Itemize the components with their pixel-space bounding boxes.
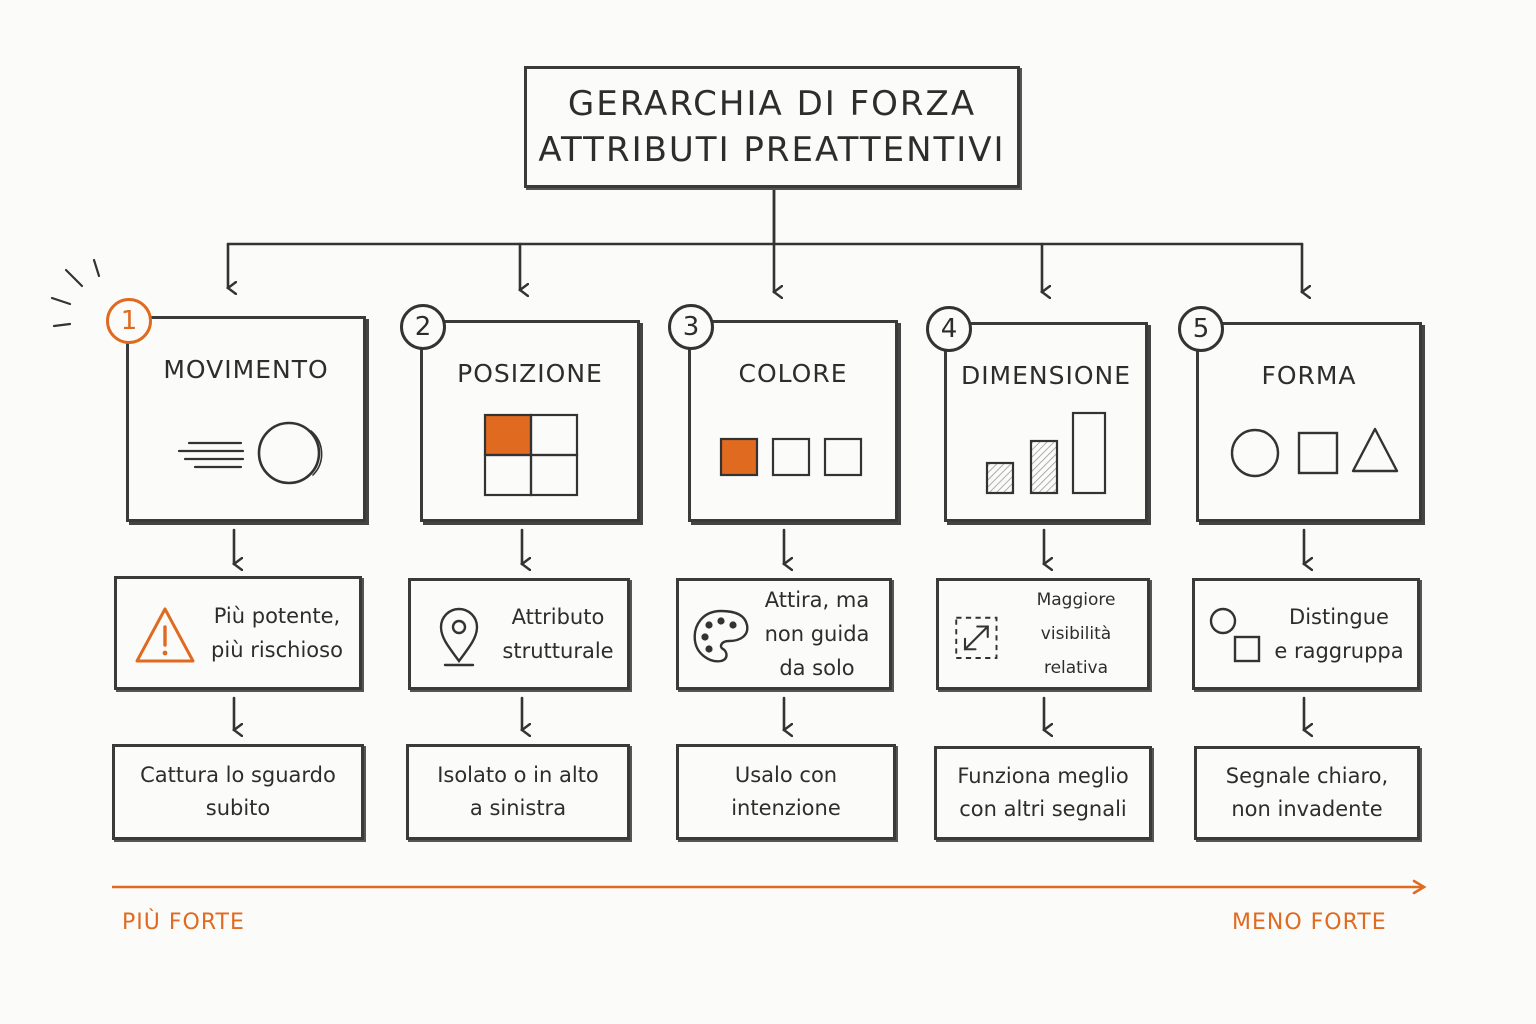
note-text: Attributo strutturale (502, 605, 614, 663)
size-bars-icon (985, 411, 1107, 495)
outcome-box-forma: Segnale chiaro, non invadente (1194, 746, 1420, 840)
attribute-name: DIMENSIONE (960, 361, 1132, 390)
attribute-card-movimento: MOVIMENTO (126, 316, 366, 522)
note-text: Attira, ma non guida da solo (764, 588, 870, 680)
attribute-name: COLORE (738, 359, 848, 388)
attribute-name: POSIZIONE (457, 359, 603, 388)
outcome-box-dimensione: Funziona meglio con altri segnali (934, 746, 1152, 840)
rank-badge-4: 4 (926, 306, 972, 352)
attribute-card-forma: FORMA (1196, 322, 1422, 522)
title-line-1: GERARCHIA DI FORZA (567, 84, 977, 124)
note-box-dimensione: Maggiore visibilità relativa (936, 578, 1150, 690)
title-line-2: ATTRIBUTI PREATTENTIVI (538, 130, 1006, 170)
attribute-name: FORMA (1261, 361, 1357, 390)
rank-badge-3: 3 (668, 304, 714, 350)
note-box-forma: Distingue e raggruppa (1192, 578, 1420, 690)
highlight-sparks-icon (50, 258, 101, 328)
note-text: Maggiore visibilità relativa (1036, 590, 1116, 678)
axis-label-weakest: MENO FORTE (1232, 910, 1387, 935)
moving-circle-icon (177, 421, 323, 485)
outcome-box-movimento: Cattura lo sguardo subito (112, 744, 364, 840)
map-pin-icon (439, 607, 479, 667)
diagram-title-box: GERARCHIA DI FORZA ATTRIBUTI PREATTENTIV… (524, 66, 1020, 188)
outcome-box-colore: Usalo con intenzione (676, 744, 896, 840)
palette-icon (693, 609, 749, 663)
shapes-icon (1230, 427, 1399, 478)
note-box-movimento: Più potente, più rischioso (114, 576, 362, 690)
axis-label-strongest: PIÙ FORTE (122, 910, 245, 935)
grid-position-icon (483, 413, 579, 497)
rank-badge-2: 2 (400, 304, 446, 350)
resize-arrow-icon (955, 616, 998, 659)
outcome-box-posizione: Isolato o in alto a sinistra (406, 744, 630, 840)
color-squares-icon (719, 437, 863, 477)
warning-icon (135, 607, 195, 663)
note-text: Distingue e raggruppa (1274, 605, 1404, 663)
rank-badge-1: 1 (106, 298, 152, 344)
attribute-card-colore: COLORE (688, 320, 898, 522)
attribute-name: MOVIMENTO (163, 355, 329, 384)
rank-badge-5: 5 (1178, 306, 1224, 352)
attribute-card-posizione: POSIZIONE (420, 320, 640, 522)
note-box-colore: Attira, ma non guida da solo (676, 578, 892, 690)
attribute-card-dimensione: DIMENSIONE (944, 322, 1148, 522)
note-text: Più potente, più rischioso (211, 604, 343, 662)
note-box-posizione: Attributo strutturale (408, 578, 630, 690)
circle-square-icon (1209, 607, 1261, 663)
